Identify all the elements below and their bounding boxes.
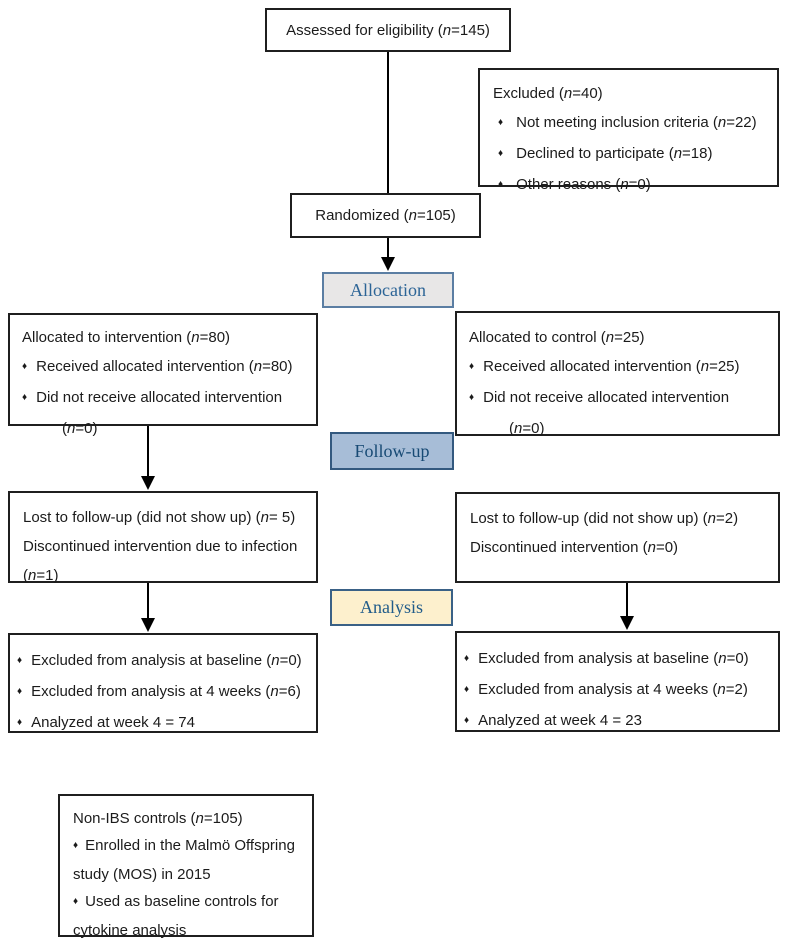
text-line-content: cytokine analysis [73, 922, 187, 939]
assessed-eligibility-box: Assessed for eligibility (n=145) [265, 8, 511, 52]
arrow-intervention-followup-head [141, 476, 155, 490]
text-line-content: Analyzed at week 4 = 74 [31, 714, 195, 731]
text-line-content: Not meeting inclusion criteria (n=22) [516, 114, 757, 131]
text-line-content: Excluded from analysis at baseline (n=0) [478, 650, 749, 667]
text-line: cytokine analysis [73, 917, 306, 942]
text-line: ♦ Excluded from analysis at 4 weeks (n=2) [464, 675, 772, 706]
text-line: (n=0) [22, 414, 310, 443]
text-line: (n=1) [23, 561, 310, 590]
text-line: ♦ Did not receive allocated intervention [469, 383, 772, 414]
diamond-bullet-icon: ♦ [17, 686, 23, 697]
arrow-intervention-analysis-head [141, 618, 155, 632]
text-line: ♦ Received allocated intervention (n=25) [469, 352, 772, 383]
diamond-bullet-icon: ♦ [464, 653, 470, 664]
text-line-content: Randomized (n=105) [315, 207, 456, 224]
analysis-control-box: ♦ Excluded from analysis at baseline (n=0… [455, 631, 780, 732]
text-line-content: study (MOS) in 2015 [73, 866, 211, 883]
text-line: (n=0) [469, 414, 772, 443]
text-line: Randomized (n=105) [315, 201, 456, 230]
text-line-content: Analyzed at week 4 = 23 [478, 712, 642, 729]
diamond-bullet-icon: ♦ [73, 840, 79, 851]
text-line-content: Non-IBS controls (n=105) [73, 810, 243, 827]
text-line-content: Excluded from analysis at 4 weeks (n=2) [478, 681, 748, 698]
text-line-content: Excluded from analysis at baseline (n=0) [31, 652, 302, 669]
diamond-bullet-icon: ♦ [17, 655, 23, 666]
diamond-bullet-icon: ♦ [464, 715, 470, 726]
arrow-randomized-allocation-head [381, 257, 395, 271]
lost-followup-intervention-box: Lost to follow-up (did not show up) (n= … [8, 491, 318, 584]
diamond-bullet-icon: ♦ [498, 148, 504, 159]
diamond-bullet-icon: ♦ [73, 896, 79, 907]
text-line: ♦ Not meeting inclusion criteria (n=22) [493, 108, 769, 139]
text-line-content: Excluded (n=40) [493, 85, 603, 102]
text-line-content: Discontinued intervention (n=0) [470, 539, 679, 556]
text-line: Allocated to intervention (n=80) [22, 323, 310, 352]
diamond-bullet-icon: ♦ [469, 361, 475, 372]
diamond-bullet-icon: ♦ [498, 117, 504, 128]
text-line-content: Enrolled in the Malmö Offspring [85, 837, 295, 854]
text-line-content: (n=0) [509, 420, 545, 437]
diamond-bullet-icon: ♦ [464, 684, 470, 695]
diamond-bullet-icon: ♦ [22, 392, 28, 403]
text-line-content: Lost to follow-up (did not show up) (n=2… [470, 510, 739, 527]
non-ibs-controls-box: Non-IBS controls (n=105) ♦ Enrolled in the… [58, 794, 314, 939]
text-line: ♦ Received allocated intervention (n=80) [22, 352, 310, 383]
text-line-content: Declined to participate (n=18) [516, 145, 713, 162]
text-line: ♦ Other reasons (n=0) [493, 170, 769, 201]
text-line-content: Discontinued intervention due to infecti… [23, 538, 298, 555]
stage-label-analysis: Analysis [330, 589, 453, 626]
text-line-content: Used as baseline controls for [85, 893, 279, 910]
text-line-content: Did not receive allocated intervention [36, 389, 283, 406]
diamond-bullet-icon: ♦ [469, 392, 475, 403]
text-line: ♦ Excluded from analysis at baseline (n=0… [17, 646, 310, 677]
text-line: Lost to follow-up (did not show up) (n= … [23, 503, 310, 532]
text-line-content: Received allocated intervention (n=80) [36, 358, 293, 375]
text-line: ♦ Used as baseline controls for [73, 888, 306, 917]
text-line: ♦ Excluded from analysis at 4 weeks (n=6) [17, 677, 310, 708]
diamond-bullet-icon: ♦ [17, 717, 23, 728]
text-line-content: (n=1) [23, 567, 59, 584]
text-line: Assessed for eligibility (n=145) [286, 16, 490, 45]
text-line-content: Lost to follow-up (did not show up) (n= … [23, 509, 296, 526]
text-line-content: (n=0) [62, 420, 98, 437]
text-line: ♦ Did not receive allocated intervention [22, 383, 310, 414]
text-line: ♦ Excluded from analysis at baseline (n=0… [464, 644, 772, 675]
randomized-box: Randomized (n=105) [290, 193, 481, 238]
text-line-content: Allocated to intervention (n=80) [22, 329, 231, 346]
text-line-content: Did not receive allocated intervention [483, 389, 730, 406]
arrow-control-analysis-head [620, 616, 634, 630]
text-line-content: Excluded from analysis at 4 weeks (n=6) [31, 683, 301, 700]
excluded-box: Excluded (n=40) ♦ Not meeting inclusion cr… [478, 68, 779, 193]
text-line: Discontinued intervention (n=0) [470, 533, 772, 562]
text-line-content: Allocated to control (n=25) [469, 329, 645, 346]
text-line: study (MOS) in 2015 [73, 861, 306, 888]
text-line-content: Assessed for eligibility (n=145) [286, 21, 490, 39]
stage-label-allocation: Allocation [322, 272, 454, 308]
allocated-control-box: Allocated to control (n=25) ♦ Received all… [455, 311, 780, 437]
text-line: ♦ Enrolled in the Malmö Offspring [73, 832, 306, 861]
text-line: ♦ Analyzed at week 4 = 74 [17, 708, 310, 739]
stage-label-followup: Follow-up [330, 432, 454, 470]
text-line-content: Received allocated intervention (n=25) [483, 358, 740, 375]
analysis-intervention-box: ♦ Excluded from analysis at baseline (n=0… [8, 633, 318, 733]
diamond-bullet-icon: ♦ [498, 179, 504, 190]
diamond-bullet-icon: ♦ [22, 361, 28, 372]
text-line: Non-IBS controls (n=105) [73, 805, 306, 832]
text-line: ♦ Analyzed at week 4 = 23 [464, 706, 772, 737]
text-line: Discontinued intervention due to infecti… [23, 532, 310, 561]
text-line: Allocated to control (n=25) [469, 323, 772, 352]
text-line-content: Other reasons (n=0) [516, 176, 651, 193]
allocated-intervention-box: Allocated to intervention (n=80) ♦ Receive… [8, 313, 318, 437]
lost-followup-control-box: Lost to follow-up (did not show up) (n=2… [455, 492, 780, 583]
text-line: Lost to follow-up (did not show up) (n=2… [470, 504, 772, 533]
text-line: ♦ Declined to participate (n=18) [493, 139, 769, 170]
text-line: Excluded (n=40) [493, 79, 769, 108]
